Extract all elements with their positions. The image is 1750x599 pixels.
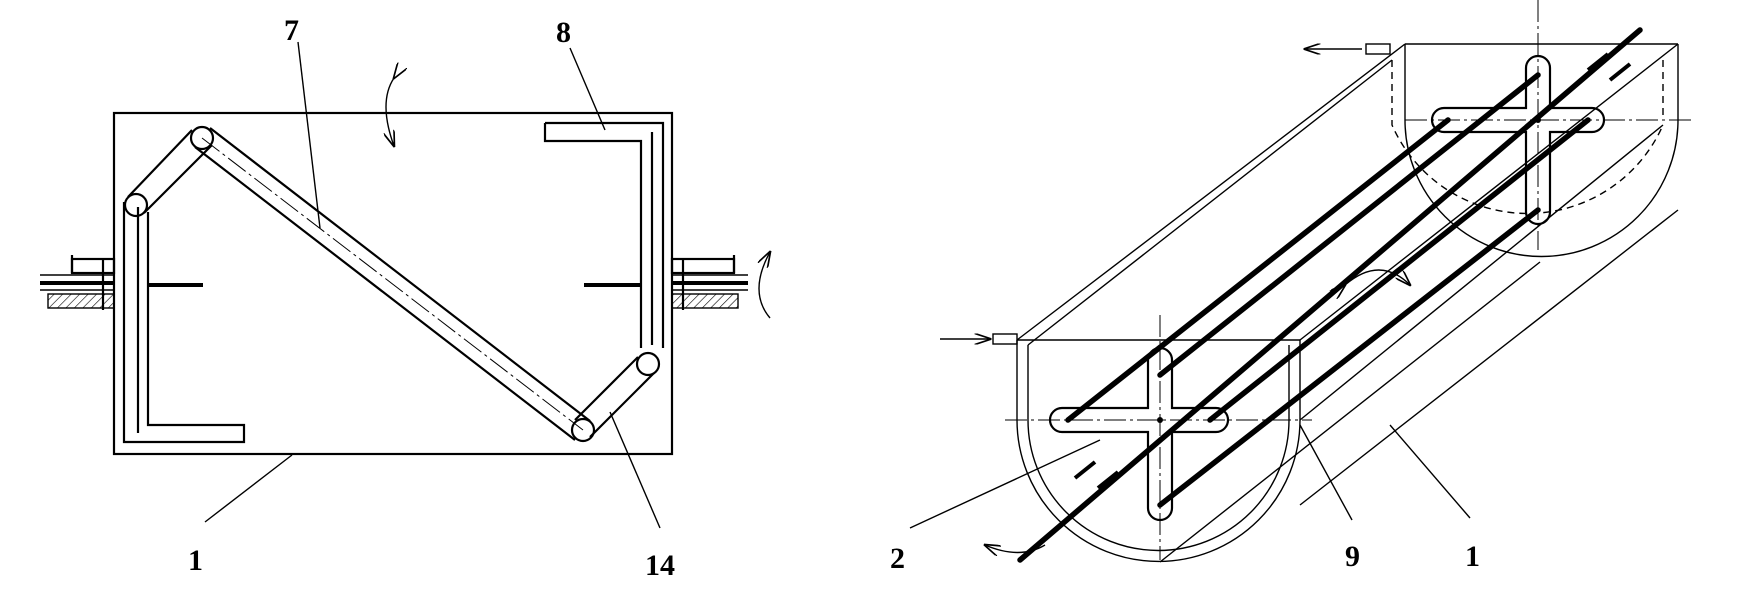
label-9: 9 [1345, 540, 1360, 573]
rods [1017, 27, 1643, 563]
element-8 [543, 121, 665, 348]
label-7: 7 [284, 14, 299, 47]
right-view: 2 9 1 [890, 0, 1695, 575]
cross-paddle-front [1048, 346, 1230, 522]
rotation-arrow-bottom [985, 545, 1046, 553]
outlet-pipe [1305, 43, 1391, 55]
left-L-channel [122, 202, 246, 444]
label-1-left: 1 [188, 544, 203, 577]
long-link-7 [194, 127, 591, 441]
left-bearing [40, 255, 116, 310]
label-1-right: 1 [1465, 540, 1480, 573]
short-link-14 [570, 351, 661, 443]
label-2: 2 [890, 542, 905, 575]
label-8: 8 [556, 16, 571, 49]
rotation-arrow-top [386, 78, 394, 146]
right-bearing [670, 255, 748, 310]
label-14: 14 [645, 549, 675, 582]
inlet-pipe [940, 333, 1018, 345]
rotation-arrow-middle [1345, 269, 1410, 285]
rotation-arrow-right [759, 252, 770, 319]
left-view: 7 8 1 14 [40, 14, 770, 582]
short-link-left [123, 125, 215, 218]
